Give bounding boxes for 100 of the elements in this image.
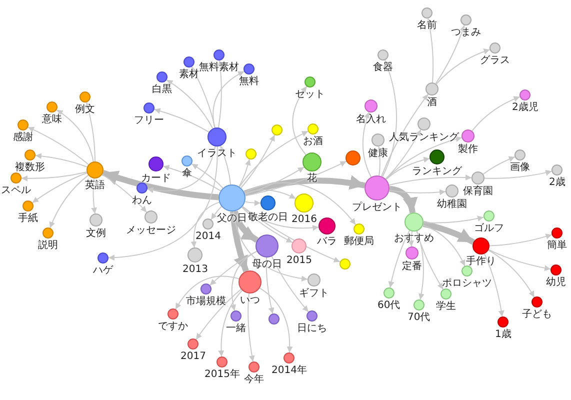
arrow	[218, 290, 243, 357]
arrow	[244, 175, 366, 196]
arrow	[385, 129, 422, 180]
arrow	[422, 220, 475, 245]
node-label: 英語	[85, 180, 105, 191]
arrow	[146, 146, 216, 193]
node-label: 画像	[510, 162, 530, 173]
node-label: スペル	[1, 185, 31, 196]
node-label: 定番	[402, 261, 422, 272]
node-label: 2017	[180, 351, 206, 362]
arrow	[488, 249, 552, 271]
arrow	[423, 216, 484, 224]
node-label: 保育園	[463, 186, 493, 197]
node-label: 例文	[75, 104, 95, 115]
node-label: 酒	[427, 97, 437, 108]
node-label: イラスト	[197, 148, 237, 159]
node-label: 説明	[38, 240, 58, 251]
arrow	[244, 190, 296, 200]
arrow	[191, 66, 216, 128]
node-label: わん	[132, 195, 152, 206]
node-label: ランキング	[412, 166, 462, 177]
node-label: セット	[295, 89, 325, 100]
node-label: 文例	[86, 228, 106, 239]
node-label: 2015	[286, 255, 312, 266]
arrow	[244, 166, 304, 195]
node-label: 郵便局	[344, 236, 374, 247]
arrow	[50, 174, 89, 228]
arrow	[230, 250, 258, 312]
node-label: 人気ランキング	[389, 132, 459, 143]
node-label: 幼児	[546, 277, 566, 288]
arrow	[248, 293, 255, 362]
arrow	[230, 211, 249, 272]
node-label: 敬老の日	[248, 212, 288, 223]
node-label: 2歳児	[512, 102, 538, 113]
arrow	[484, 170, 552, 179]
arrow	[292, 86, 308, 156]
node-label: 感謝	[13, 132, 33, 143]
node-label: カード	[141, 173, 171, 184]
arrow	[240, 134, 276, 188]
arrow	[239, 130, 308, 188]
node-label: ギフト	[299, 288, 329, 299]
node-label: 白黒	[152, 84, 172, 95]
arrow	[389, 186, 418, 214]
node-label: 食器	[373, 62, 393, 73]
arrow	[154, 108, 210, 133]
arrow	[472, 96, 520, 132]
node-label: 簡単	[547, 240, 567, 251]
arrow	[385, 136, 462, 180]
node-label: ポロシャツ	[442, 278, 492, 289]
node-label: 意味	[42, 114, 62, 125]
node-label: グラス	[480, 55, 510, 66]
arrow	[362, 112, 372, 178]
node-label: 日にち	[297, 323, 327, 334]
arrow	[21, 172, 88, 182]
node-label: バラ	[317, 236, 337, 247]
node-label: 手作り	[466, 256, 496, 267]
node-label: 2016	[292, 214, 317, 225]
arrow	[488, 250, 535, 298]
node-label: 幼稚園	[437, 199, 467, 210]
node-label: 傘	[182, 168, 192, 179]
node-label: ですか	[158, 321, 188, 332]
node-label: 子ども	[522, 309, 552, 320]
arrow	[28, 126, 89, 165]
node-label: 一緒	[226, 323, 246, 334]
arrow	[388, 189, 446, 196]
arrow	[212, 70, 245, 128]
node-label: 2014	[196, 231, 221, 242]
node-label: おすすめ	[394, 233, 434, 244]
node-label: 手紙	[18, 213, 38, 224]
node-label: 2013	[182, 264, 208, 275]
node-label: フリー	[134, 115, 164, 126]
node-label: 70代	[408, 312, 430, 323]
arrow	[244, 182, 356, 226]
arrow	[416, 230, 424, 300]
arrow	[175, 276, 240, 310]
arrow	[191, 163, 224, 189]
node-label: ハゲ	[93, 265, 113, 276]
arrow	[388, 174, 472, 186]
node-label: 名入れ	[356, 114, 386, 125]
node-label: つまみ	[451, 27, 481, 38]
node-label: お酒	[303, 136, 323, 147]
arrow	[238, 158, 251, 187]
arrow	[482, 156, 516, 175]
node-label: いつ	[240, 295, 260, 306]
node-label: 1歳	[495, 329, 512, 340]
node-label: 健康	[368, 148, 388, 159]
arrow	[35, 153, 88, 168]
node-label: ゴルフ	[474, 223, 504, 234]
arrow	[422, 224, 466, 266]
arrow	[259, 288, 293, 353]
arrow	[489, 234, 552, 246]
node-label: 複数形	[15, 162, 45, 173]
node-label: 2014年	[272, 365, 307, 376]
node-label: 父の日	[217, 213, 247, 224]
node-label: 製作	[458, 144, 478, 155]
node-label: 母の日	[252, 259, 282, 270]
node-label: 2歳	[549, 177, 566, 188]
arrow	[435, 24, 466, 84]
node-label: 学生	[436, 301, 456, 312]
node-label: 市場規模	[186, 296, 226, 307]
